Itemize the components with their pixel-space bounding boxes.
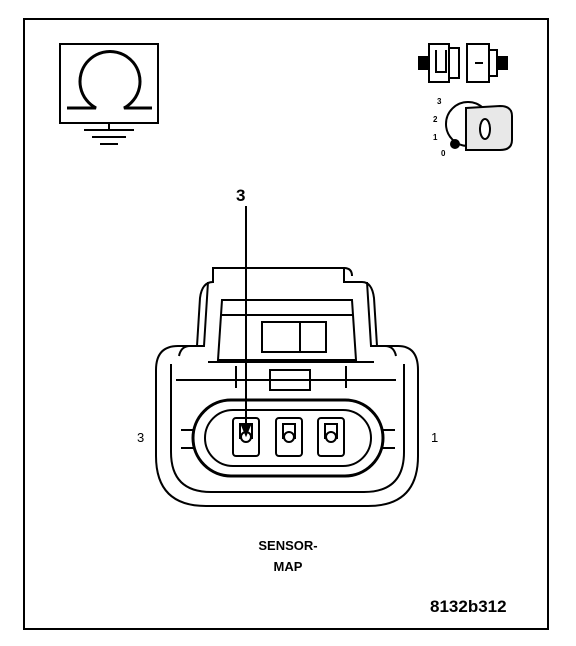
sensor-connector (155, 267, 419, 507)
ohmmeter-ground-icon (59, 43, 159, 145)
diagram-frame (23, 18, 549, 630)
terminal-pin-2 (275, 417, 303, 457)
ignition-position: 1 (433, 133, 438, 142)
ignition-position-labels: 3 2 1 0 (433, 97, 446, 158)
figure-id: 8132b312 (430, 597, 507, 616)
disconnect-connector-icon (418, 43, 508, 83)
ignition-key-icon (445, 101, 513, 151)
pin-end-label-left: 3 (137, 430, 145, 445)
pin-callout-label: 3 (236, 186, 246, 205)
pin-callout-arrow (240, 206, 252, 438)
ignition-position: 2 (433, 115, 438, 124)
connector-name-line1: SENSOR- (258, 538, 318, 553)
pin-end-label-right: 1 (431, 430, 439, 445)
ignition-position: 3 (437, 97, 442, 106)
connector-name-line2: MAP (273, 559, 303, 574)
terminal-pin-1 (317, 417, 345, 457)
ignition-position: 0 (441, 149, 446, 158)
